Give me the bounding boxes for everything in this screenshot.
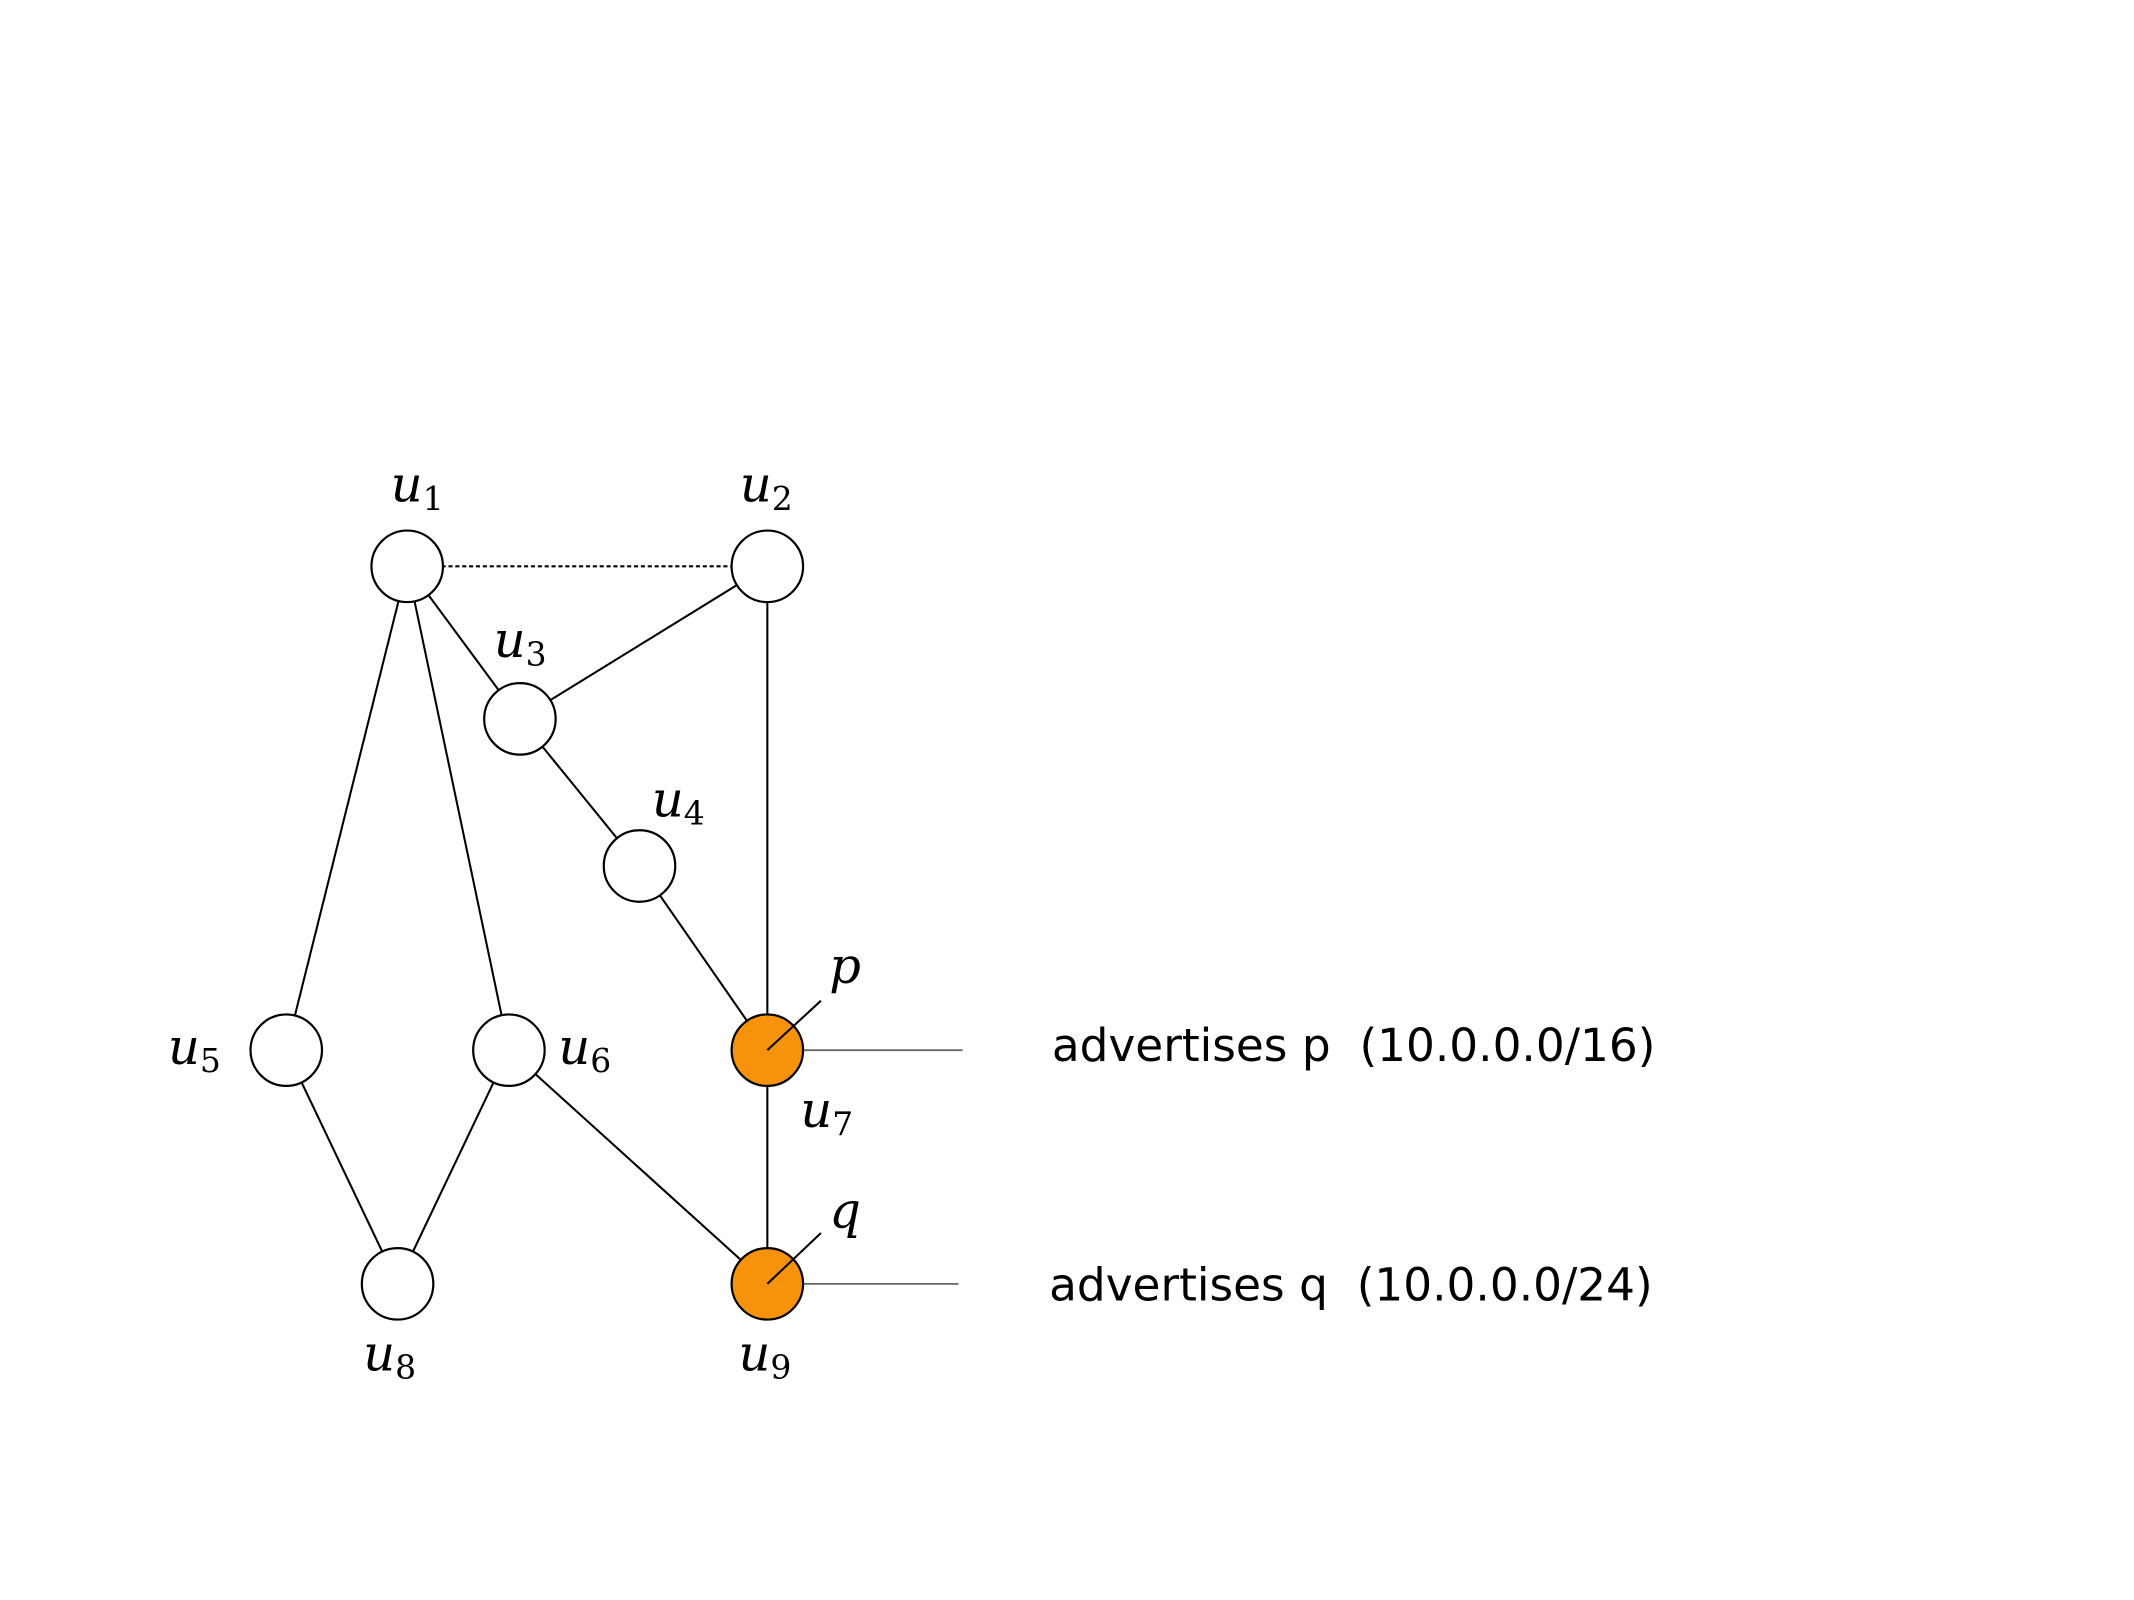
node-u6 bbox=[472, 1013, 546, 1088]
prefix-label-p: p bbox=[829, 937, 861, 995]
node-u8 bbox=[360, 1247, 435, 1321]
node-u4 bbox=[602, 829, 677, 903]
node-label-u8: u8 bbox=[363, 1324, 416, 1386]
node-label-u1: u1 bbox=[391, 456, 444, 518]
node-label-u2: u2 bbox=[740, 456, 793, 518]
node-label-u9: u9 bbox=[738, 1324, 791, 1386]
node-u1 bbox=[370, 529, 445, 604]
prefix-label-q: q bbox=[829, 1181, 861, 1239]
node-u7 bbox=[730, 1013, 805, 1088]
edge-u6-u8 bbox=[396, 1049, 510, 1285]
node-label-u3: u3 bbox=[494, 611, 547, 673]
advert-text-p: advertises p (10.0.0.0/16) bbox=[1052, 1019, 1656, 1072]
node-label-u6: u6 bbox=[558, 1018, 611, 1080]
edge-u4-u7 bbox=[638, 865, 769, 1051]
node-label-u5: u5 bbox=[168, 1018, 221, 1080]
prefix-pointer-q bbox=[766, 1232, 822, 1285]
edge-u1-u5 bbox=[285, 566, 409, 1051]
edge-u1-u6 bbox=[406, 566, 510, 1051]
node-u2 bbox=[730, 529, 805, 604]
node-u5 bbox=[249, 1013, 324, 1088]
node-label-u7: u7 bbox=[800, 1081, 853, 1143]
edge-u6-u9 bbox=[508, 1049, 769, 1285]
edge-u2-u3 bbox=[519, 565, 768, 720]
advert-text-q: advertises q (10.0.0.0/24) bbox=[1049, 1258, 1653, 1311]
prefix-pointer-p bbox=[766, 999, 822, 1051]
node-label-u4: u4 bbox=[652, 770, 705, 832]
edge-u5-u8 bbox=[285, 1049, 399, 1285]
node-u3 bbox=[483, 682, 557, 756]
